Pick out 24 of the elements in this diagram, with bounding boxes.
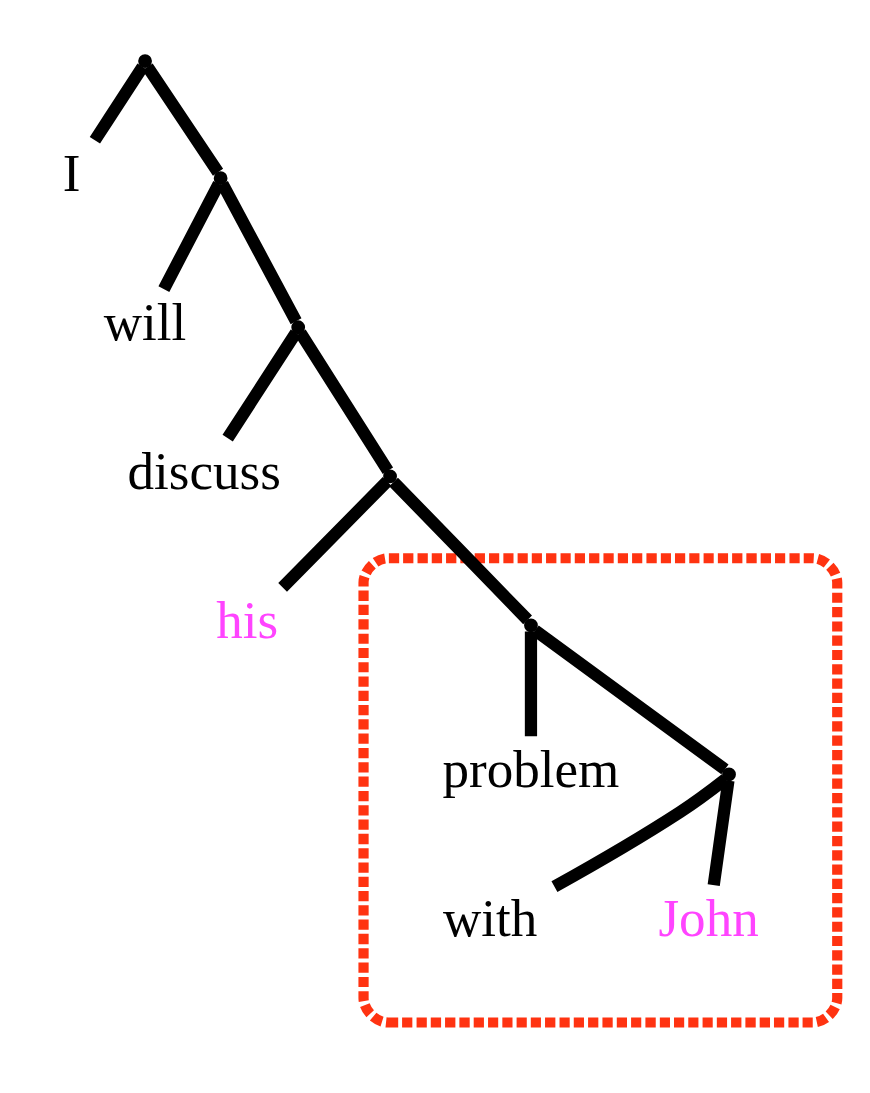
node-text: I <box>62 143 81 202</box>
connector <box>222 329 301 441</box>
node-text: discuss <box>127 441 281 500</box>
connector <box>217 180 302 324</box>
connector <box>531 625 729 774</box>
connector <box>389 477 532 624</box>
node-point <box>213 170 228 185</box>
connector <box>89 63 148 144</box>
node-text: will <box>103 292 187 351</box>
connector <box>142 62 224 176</box>
node-point <box>291 319 306 334</box>
node-text: John <box>658 888 759 947</box>
node-text: with <box>442 888 538 947</box>
node-text: his <box>216 590 279 649</box>
node-point <box>524 617 538 632</box>
cluster <box>358 552 843 1028</box>
connector <box>707 779 735 886</box>
node-point <box>722 767 736 781</box>
connector <box>278 476 392 592</box>
node-text: problem <box>442 739 620 798</box>
connector <box>524 631 538 736</box>
node-point <box>383 468 397 483</box>
connector <box>295 329 394 474</box>
node-point <box>138 53 152 68</box>
